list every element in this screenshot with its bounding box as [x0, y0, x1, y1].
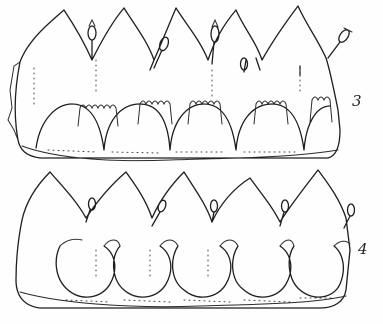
- figure-4-horns: [60, 239, 350, 246]
- figure-3-frill-2: [140, 101, 170, 104]
- figure-4-mid-dots: [96, 250, 208, 280]
- figure-4-appendages: [86, 198, 355, 228]
- figure-4-lower-border: [20, 292, 346, 307]
- figure-4-lower-dots: [66, 298, 340, 302]
- figure-4-outline: [16, 170, 350, 308]
- figure-4-cells: [56, 246, 343, 297]
- figure-4-drawing: [16, 170, 355, 308]
- figure-3-drawing: [8, 6, 352, 161]
- figure-3-frill-1: [80, 105, 116, 108]
- figure-3-lower-dots: [48, 150, 296, 153]
- figure-4-number: 4: [358, 240, 368, 258]
- figure-3-frill-5: [312, 97, 330, 100]
- figure-3-outline: [15, 6, 340, 158]
- figure-3-number: 3: [352, 92, 362, 110]
- figure-3-inner-dots: [96, 60, 300, 96]
- figure-3-appendages: [88, 20, 352, 76]
